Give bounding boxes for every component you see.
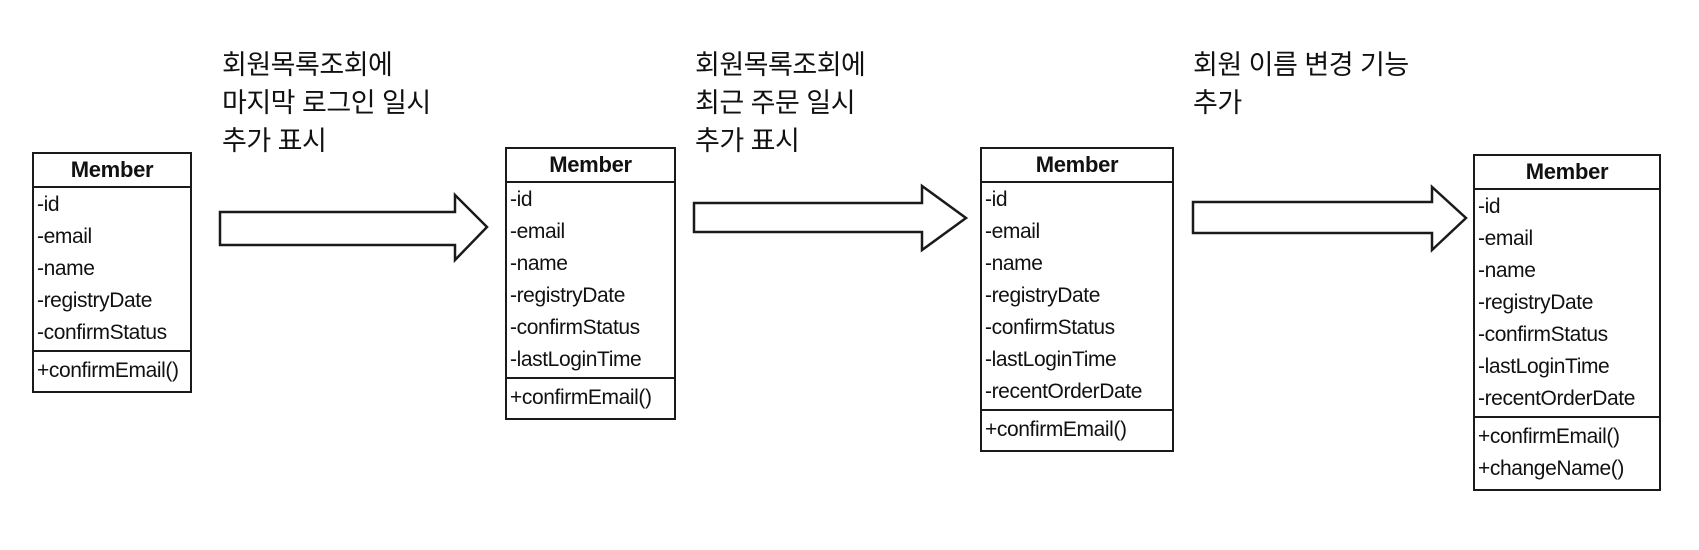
attribute-row: -name — [37, 257, 95, 280]
attribute-row: -email — [985, 220, 1040, 243]
attribute-row: -confirmStatus — [985, 316, 1115, 339]
operations-compartment: +confirmEmail() — [982, 411, 1172, 450]
class-box-member-3: Member -id -email -name -registryDate -c… — [980, 147, 1174, 452]
annotation-change-name: 회원 이름 변경 기능 추가 — [1193, 46, 1409, 122]
flow-arrow-1 — [218, 191, 489, 264]
class-box-member-4: Member -id -email -name -registryDate -c… — [1473, 154, 1661, 491]
attribute-row: -id — [1478, 195, 1501, 218]
annotation-line: 회원 이름 변경 기능 — [1193, 50, 1409, 80]
attribute-row: -email — [1478, 227, 1533, 250]
attribute-row: -registryDate — [985, 284, 1100, 307]
attributes-compartment: -id -email -name -registryDate -confirmS… — [34, 188, 190, 352]
flow-arrow-3 — [1191, 184, 1468, 253]
annotation-line: 추가 — [1193, 88, 1242, 118]
class-box-member-2: Member -id -email -name -registryDate -c… — [505, 147, 676, 420]
attribute-row: -registryDate — [1478, 291, 1593, 314]
attribute-row: -confirmStatus — [510, 316, 640, 339]
attribute-row: -id — [37, 193, 60, 216]
annotation-line: 회원목록조회에 — [695, 50, 866, 80]
annotation-line: 회원목록조회에 — [222, 50, 393, 80]
annotation-line: 최근 주문 일시 — [695, 88, 856, 118]
operations-compartment: +confirmEmail() +changeName() — [1475, 418, 1659, 489]
annotation-line: 마지막 로그인 일시 — [222, 88, 431, 118]
operations-compartment: +confirmEmail() — [34, 352, 190, 391]
attribute-row: -registryDate — [510, 284, 625, 307]
operation-row: +confirmEmail() — [985, 418, 1127, 441]
attribute-row: -confirmStatus — [37, 321, 167, 344]
attribute-row: -name — [1478, 259, 1536, 282]
attribute-row: -name — [510, 252, 568, 275]
attributes-compartment: -id -email -name -registryDate -confirmS… — [507, 183, 674, 379]
attribute-row: -lastLoginTime — [1478, 355, 1610, 378]
annotation-last-login: 회원목록조회에 마지막 로그인 일시 추가 표시 — [222, 46, 431, 160]
flow-arrow-2 — [692, 183, 969, 253]
class-box-member-1: Member -id -email -name -registryDate -c… — [32, 152, 192, 393]
operation-row: +changeName() — [1478, 457, 1624, 480]
annotation-line: 추가 표시 — [222, 126, 327, 156]
attribute-row: -id — [985, 188, 1008, 211]
attributes-compartment: -id -email -name -registryDate -confirmS… — [1475, 190, 1659, 418]
attribute-row: -id — [510, 188, 533, 211]
attribute-row: -lastLoginTime — [510, 348, 642, 371]
class-title: Member — [34, 154, 190, 188]
annotation-line: 추가 표시 — [695, 126, 800, 156]
attribute-row: -email — [37, 225, 92, 248]
attribute-row: -registryDate — [37, 289, 152, 312]
attribute-row: -lastLoginTime — [985, 348, 1117, 371]
attribute-row: -name — [985, 252, 1043, 275]
attribute-row: -confirmStatus — [1478, 323, 1608, 346]
operation-row: +confirmEmail() — [37, 359, 179, 382]
annotation-recent-order: 회원목록조회에 최근 주문 일시 추가 표시 — [695, 46, 866, 160]
operations-compartment: +confirmEmail() — [507, 379, 674, 418]
class-title: Member — [507, 149, 674, 183]
operation-row: +confirmEmail() — [510, 386, 652, 409]
class-title: Member — [1475, 156, 1659, 190]
class-title: Member — [982, 149, 1172, 183]
attribute-row: -email — [510, 220, 565, 243]
operation-row: +confirmEmail() — [1478, 425, 1620, 448]
attribute-row: -recentOrderDate — [1478, 387, 1635, 410]
attribute-row: -recentOrderDate — [985, 380, 1142, 403]
attributes-compartment: -id -email -name -registryDate -confirmS… — [982, 183, 1172, 411]
